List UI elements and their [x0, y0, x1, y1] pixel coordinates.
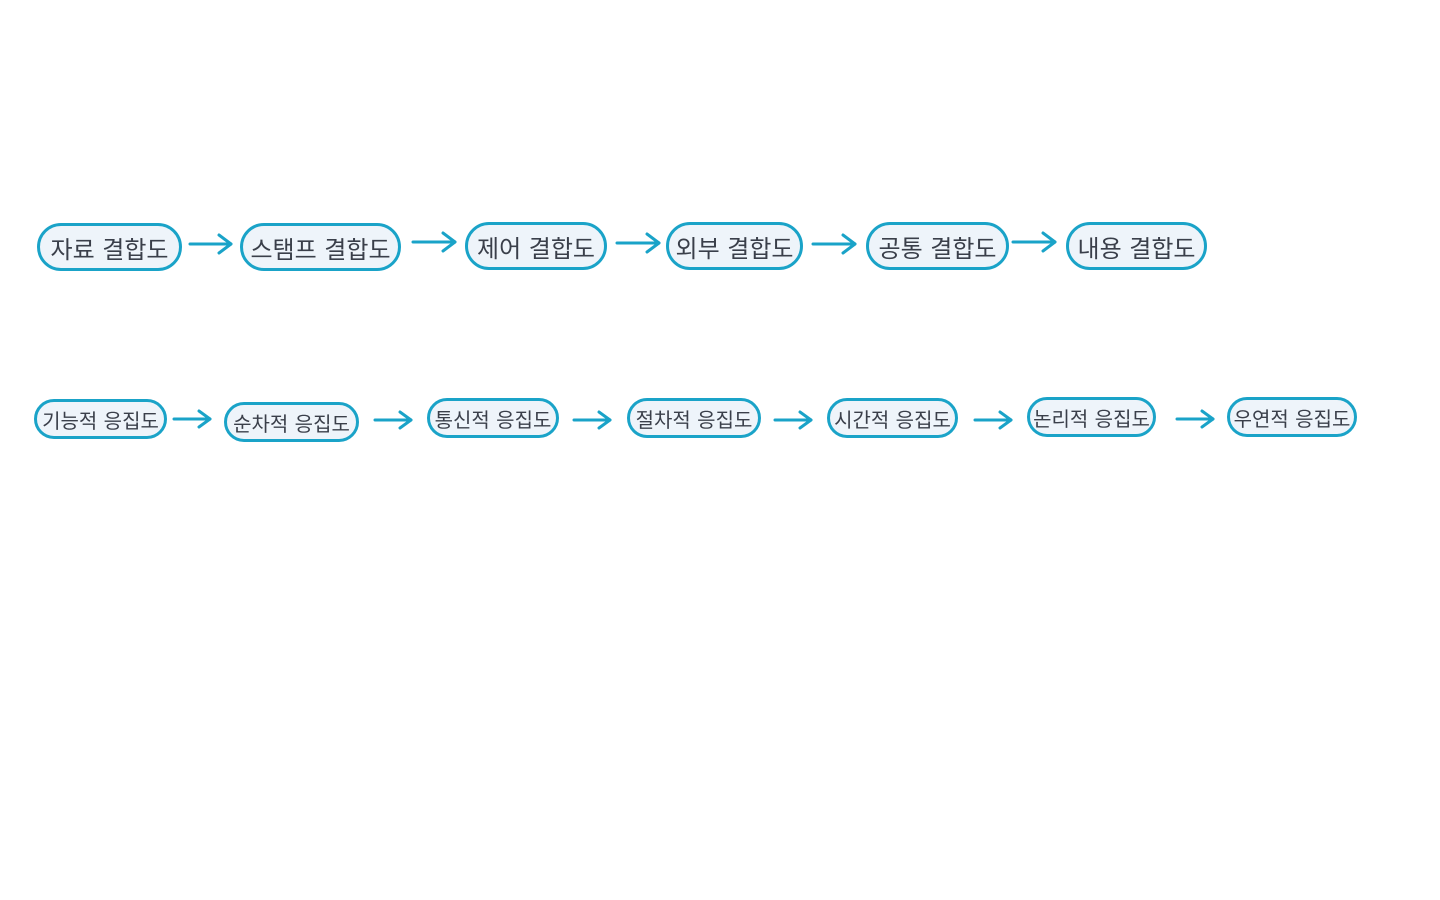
arrow-right-icon: [1011, 231, 1057, 253]
cohesion-node-communicational: 통신적 응집도: [427, 398, 559, 438]
arrow-right-icon: [188, 233, 233, 255]
coupling-node-content: 내용 결합도: [1066, 222, 1207, 270]
cohesion-node-functional: 기능적 응집도: [34, 399, 167, 439]
cohesion-node-procedural: 절차적 응집도: [627, 398, 761, 438]
arrow-right-icon: [172, 409, 212, 429]
cohesion-node-temporal: 시간적 응집도: [827, 398, 958, 438]
coupling-node-common: 공통 결합도: [866, 222, 1009, 270]
arrow-right-icon: [1175, 409, 1215, 429]
coupling-node-external: 외부 결합도: [666, 222, 803, 270]
cohesion-node-coincidental: 우연적 응집도: [1227, 397, 1357, 437]
arrow-right-icon: [811, 233, 857, 255]
coupling-node-data: 자료 결합도: [37, 223, 182, 271]
cohesion-node-sequential: 순차적 응집도: [224, 402, 359, 442]
arrow-right-icon: [773, 410, 813, 430]
arrow-right-icon: [373, 410, 413, 430]
coupling-node-stamp: 스탬프 결합도: [240, 223, 401, 271]
arrow-right-icon: [615, 232, 661, 254]
arrow-right-icon: [973, 410, 1013, 430]
arrow-right-icon: [572, 410, 612, 430]
arrow-right-icon: [411, 231, 457, 253]
cohesion-node-logical: 논리적 응집도: [1027, 397, 1156, 437]
coupling-node-control: 제어 결합도: [465, 222, 607, 270]
